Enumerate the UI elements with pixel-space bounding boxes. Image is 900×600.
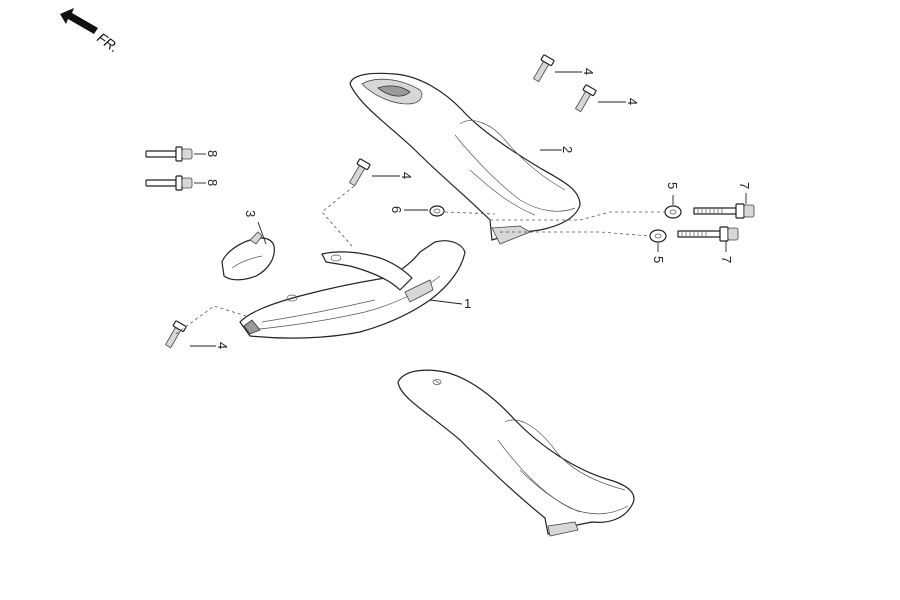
callout-4-c: 4	[399, 172, 414, 179]
callout-1: 1	[464, 296, 471, 311]
callout-2: 2	[560, 146, 575, 153]
callout-3: 3	[243, 210, 258, 217]
assembly-lines	[175, 185, 665, 335]
callout-numbers: 1 2 3 4 4 4 4 5 5 6 7 7 8 8	[205, 68, 752, 349]
callout-7-b: 7	[719, 256, 734, 263]
bolt-7-lower	[677, 226, 739, 242]
bolt-8-upper	[145, 146, 193, 162]
washer-5-lower	[649, 229, 667, 243]
leader-lines	[190, 71, 747, 347]
screw-4-c	[348, 158, 371, 187]
callout-8-a: 8	[205, 150, 220, 157]
front-lower-cover	[239, 240, 466, 339]
bolt-8-lower	[145, 175, 193, 191]
callout-5-b: 5	[651, 256, 666, 263]
front-label: FR.	[94, 29, 122, 55]
side-cover-upper	[349, 72, 581, 245]
callout-4-d: 4	[215, 342, 230, 349]
front-arrow-icon	[60, 8, 98, 34]
callout-4-a: 4	[581, 68, 596, 75]
clip-bracket	[221, 231, 275, 281]
callout-8-b: 8	[205, 179, 220, 186]
screw-4-b	[574, 84, 597, 113]
grommet-6	[429, 205, 445, 217]
callout-6: 6	[389, 206, 404, 213]
callout-4-b: 4	[625, 98, 640, 105]
callout-7-a: 7	[737, 182, 752, 189]
washer-5-upper	[664, 205, 682, 219]
callout-5-a: 5	[665, 182, 680, 189]
screw-4-a	[532, 54, 555, 83]
screw-4-d	[164, 320, 187, 349]
side-cover-lower	[397, 369, 635, 537]
front-direction-arrow: FR.	[60, 8, 122, 55]
bolt-7-upper	[693, 203, 755, 219]
